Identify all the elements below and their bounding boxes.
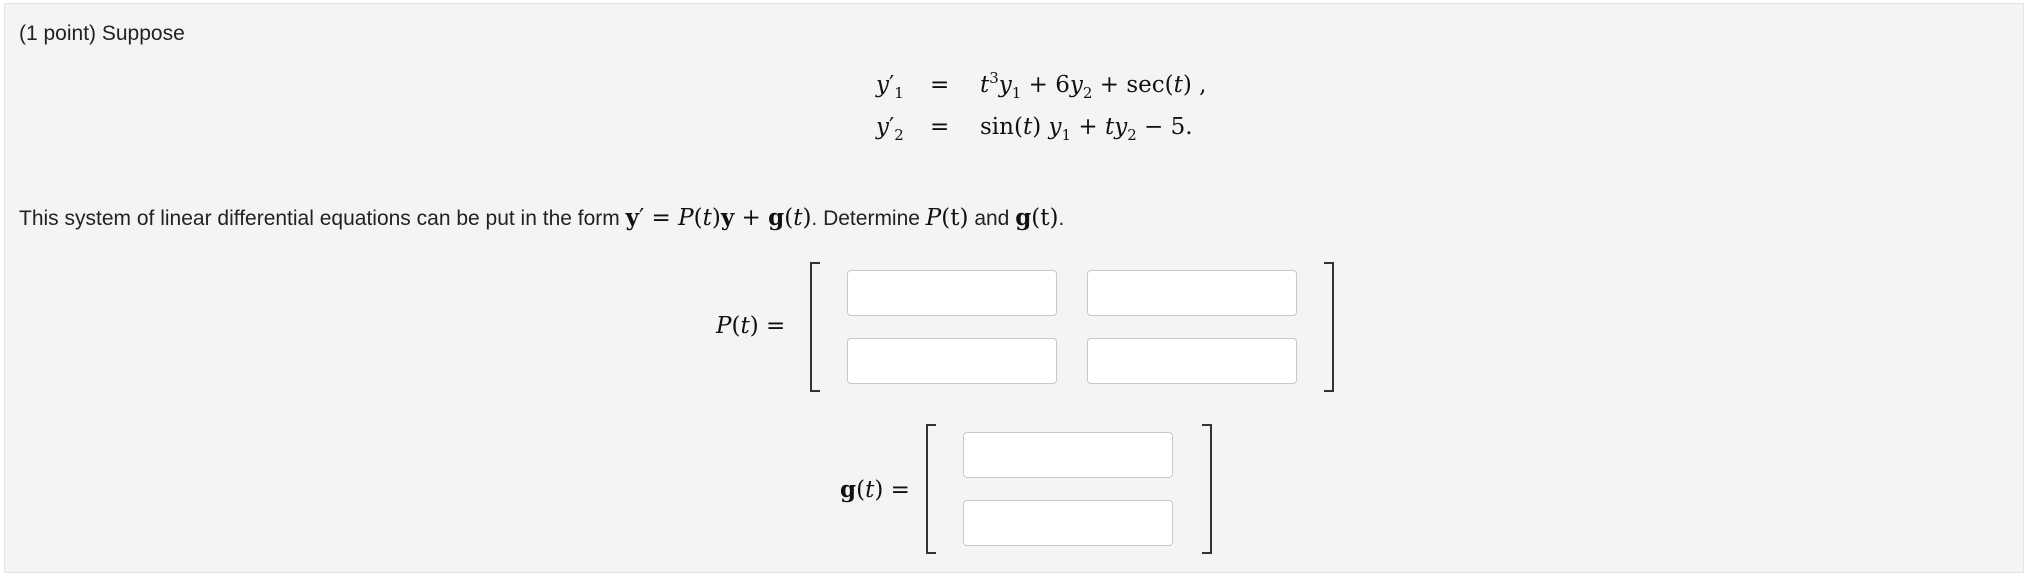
P-matrix-label: P(t) =	[716, 313, 786, 339]
g-vector-input-1[interactable]	[963, 432, 1173, 478]
P-matrix-input-r2c1[interactable]	[847, 338, 1057, 384]
P-matrix-input-r1c1[interactable]	[847, 270, 1057, 316]
equation-2-lhs: y′2	[876, 114, 904, 144]
P-matrix-input-r1c2[interactable]	[1087, 270, 1297, 316]
equation-2-rhs: sin(t) y1 + ty2 − 5.	[980, 114, 1193, 144]
equation-1-rhs: t3y1 + 6y2 + sec(t) ,	[980, 69, 1207, 102]
equation-1-equals: =	[930, 72, 950, 98]
P-matrix-input-r2c2[interactable]	[1087, 338, 1297, 384]
g-vector-input-2[interactable]	[963, 500, 1173, 546]
equation-2-equals: =	[930, 114, 950, 140]
g-vector-label: g(t) =	[840, 476, 910, 503]
P-matrix-right-bracket	[1324, 262, 1334, 392]
g-vector-left-bracket	[926, 424, 936, 554]
equation-1-lhs: y′1	[876, 72, 904, 102]
g-vector-right-bracket	[1202, 424, 1212, 554]
problem-intro: (1 point) Suppose	[19, 22, 185, 45]
P-matrix-left-bracket	[810, 262, 820, 392]
problem-prompt: This system of linear differential equat…	[19, 204, 1065, 231]
